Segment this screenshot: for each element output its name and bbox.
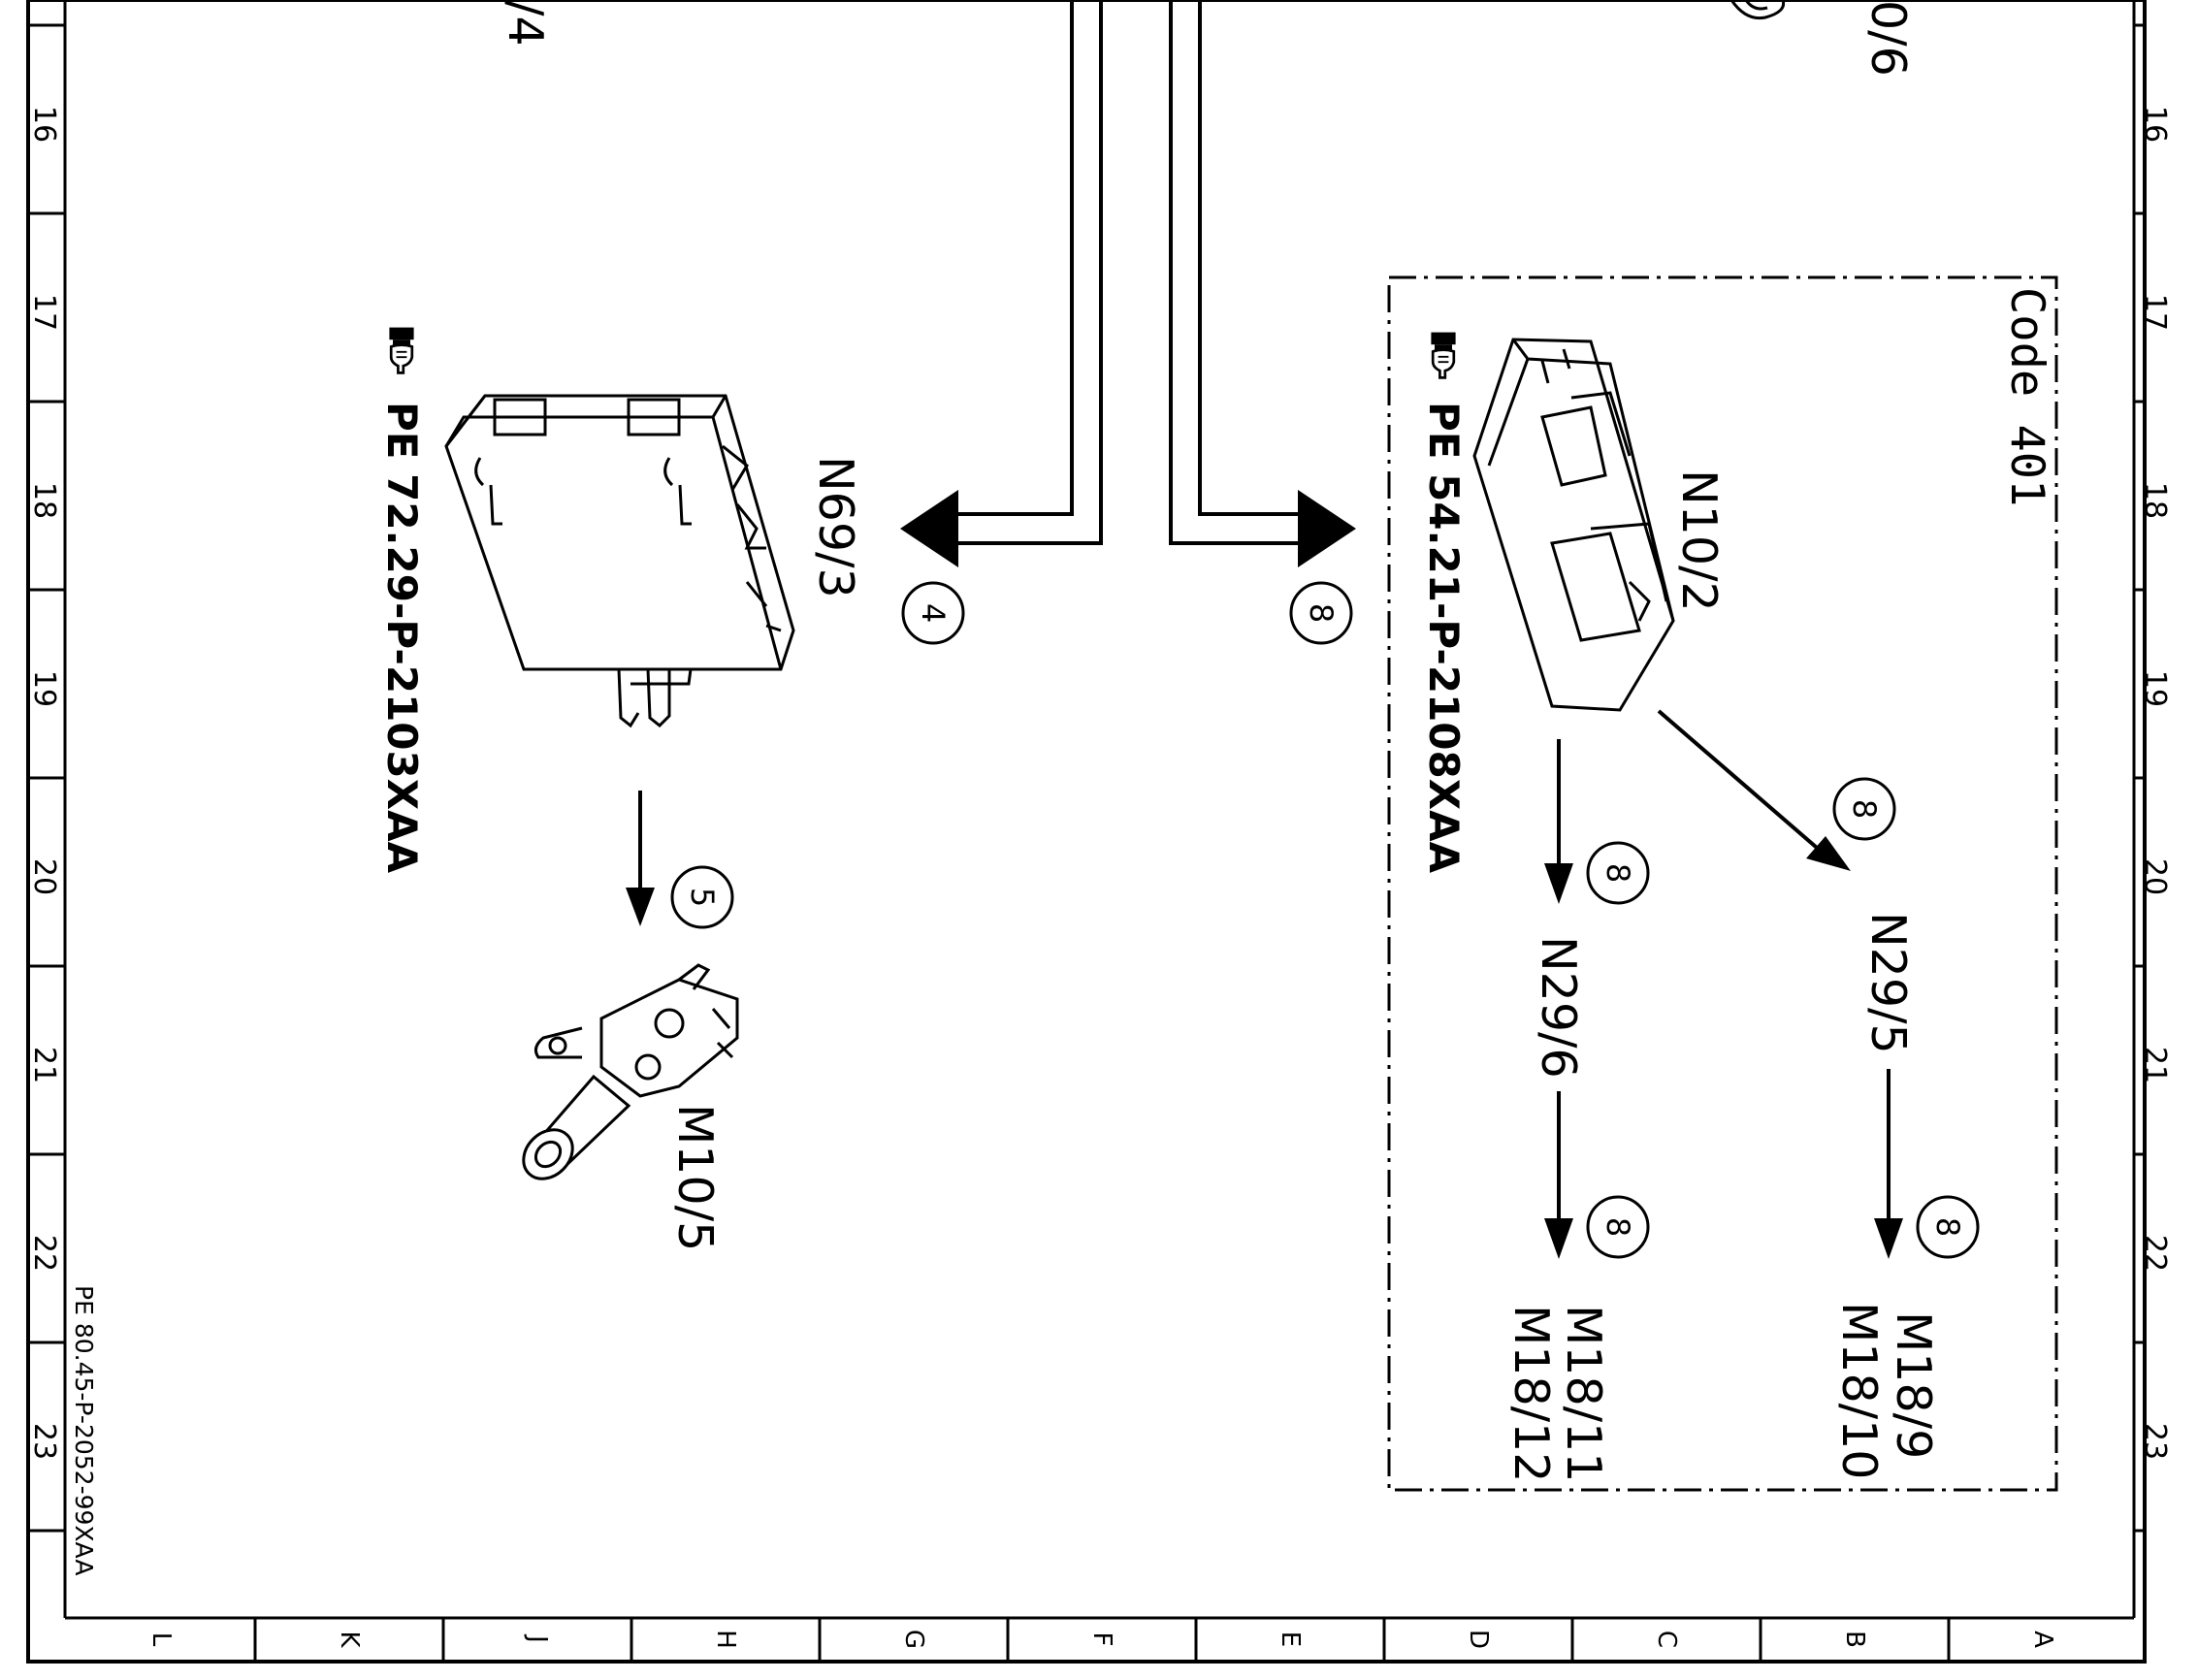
wire-to-n10-2 [1169, 0, 1300, 545]
code-401-label: Code 401 [2000, 287, 2053, 506]
svg-text:5: 5 [684, 888, 721, 907]
n69-3-label: N69/3 [808, 456, 863, 598]
m10-5-label: M10/5 [667, 1104, 723, 1251]
svg-text:4: 4 [915, 603, 952, 623]
row-number: 19 [27, 670, 61, 707]
circle-marker-8: 8 [1916, 1195, 1980, 1259]
circle-marker-8: 8 [1586, 841, 1650, 905]
n10-2-reference: PE 54.21-P-2108XAA [1420, 402, 1468, 874]
row-number: 17 [27, 294, 61, 331]
svg-text:8: 8 [1303, 603, 1340, 623]
svg-text:8: 8 [1846, 799, 1883, 819]
row-number: 23 [27, 1423, 61, 1460]
m18-11-label: M18/11 [1556, 1305, 1611, 1483]
row-number: 18 [27, 482, 61, 519]
column-letter: H [711, 1630, 740, 1649]
svg-text:8: 8 [1929, 1217, 1966, 1237]
row-number: 22 [2138, 1235, 2172, 1272]
svg-text:8: 8 [1600, 1217, 1636, 1237]
partial-component-top [1729, 0, 1786, 20]
svg-text:8: 8 [1600, 863, 1636, 883]
column-letter: E [1276, 1632, 1305, 1647]
column-letter: K [335, 1631, 364, 1648]
circle-marker-8: 8 [1586, 1195, 1650, 1259]
edge-fragment-label: 0/6 [1860, 0, 1916, 77]
n69-3-control-module-drawing [444, 394, 795, 728]
column-letter: D [1464, 1630, 1493, 1649]
column-letter: J [523, 1633, 552, 1643]
pointing-hand-book-icon [1430, 331, 1457, 379]
n29-6-label: N29/6 [1531, 936, 1586, 1079]
n69-3-reference: PE 72.29-P-2103XAA [378, 402, 426, 874]
circle-marker-4: 4 [901, 581, 965, 645]
wire-to-n69-3 [955, 0, 1103, 545]
m18-10-label: M18/10 [1831, 1302, 1887, 1480]
row-number: 21 [27, 1047, 61, 1083]
arrow-to-m18-9 [1874, 1069, 1903, 1259]
row-number: 23 [2138, 1423, 2172, 1460]
row-number: 20 [2138, 858, 2172, 895]
arrow-to-n29-6 [1544, 739, 1573, 904]
row-number: 19 [2138, 670, 2172, 707]
edge-fragment-label: /4 [498, 0, 553, 47]
m18-9-label: M18/9 [1886, 1311, 1941, 1459]
arrow-to-m10-5 [626, 791, 655, 926]
column-letter: F [1087, 1632, 1116, 1647]
row-number: 16 [27, 106, 61, 143]
row-number: 20 [27, 858, 61, 895]
column-letters: L K J H G F E D C B A [146, 1630, 2057, 1649]
n10-2-module-drawing [1472, 338, 1675, 712]
column-letter: L [146, 1632, 176, 1647]
arrow-head-to-n10-2 [1298, 490, 1356, 567]
row-number: 22 [27, 1235, 61, 1272]
code-401-box [1387, 275, 2058, 1492]
drawing-reference: PE 80.45-P-2052-99XAA [70, 1285, 98, 1575]
arrow-to-n29-5 [1657, 709, 1851, 871]
n10-2-label: N10/2 [1671, 469, 1727, 612]
column-letter: C [1652, 1631, 1681, 1648]
column-letter: B [1840, 1631, 1869, 1648]
column-letter: G [899, 1630, 928, 1649]
pointing-hand-book-icon [388, 326, 415, 374]
arrow-head-to-n69-3 [900, 490, 958, 567]
drawing-frame [26, 0, 2147, 1664]
n29-5-label: N29/5 [1860, 912, 1916, 1054]
m10-5-motor-drawing [522, 963, 739, 1180]
row-numbers-right: 16 17 18 19 20 21 22 23 [2138, 106, 2172, 1460]
row-number: 16 [2138, 106, 2172, 143]
circle-marker-5: 5 [670, 865, 734, 929]
row-number: 17 [2138, 294, 2172, 331]
circle-marker-8: 8 [1832, 777, 1896, 841]
row-number: 21 [2138, 1047, 2172, 1083]
circle-marker-8: 8 [1289, 581, 1353, 645]
arrow-to-m18-11 [1544, 1091, 1573, 1259]
column-letter: A [2028, 1631, 2057, 1648]
row-numbers-left: 16 17 18 19 20 21 22 23 [27, 106, 61, 1460]
m18-12-label: M18/12 [1503, 1305, 1559, 1483]
row-number: 18 [2138, 482, 2172, 519]
